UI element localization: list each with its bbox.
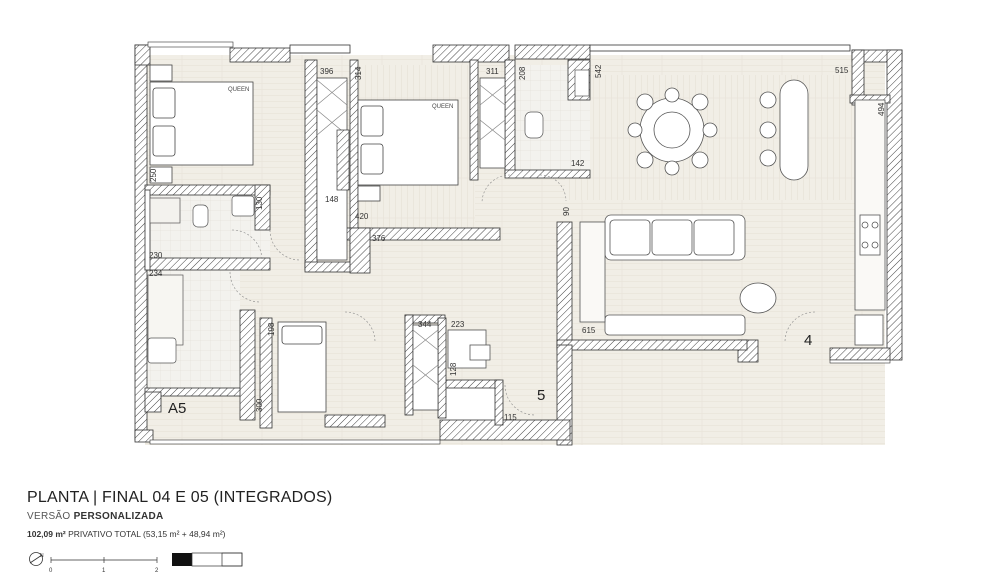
dimension-labels: 396 314 311 208 542 515 494 250 130 148 … bbox=[149, 64, 886, 422]
dim-148: 148 bbox=[325, 195, 339, 204]
dim-230: 230 bbox=[149, 251, 163, 260]
windows bbox=[147, 41, 891, 445]
version-name: PERSONALIZADA bbox=[73, 511, 164, 522]
plan-version: VERSÃO PERSONALIZADA bbox=[27, 511, 332, 522]
dim-250: 250 bbox=[149, 168, 158, 182]
dim-198: 198 bbox=[267, 322, 276, 336]
dim-494: 494 bbox=[877, 102, 886, 116]
room-labels: A5 4 5 QUEEN QUEEN bbox=[168, 87, 812, 417]
scale-tick-2: 2 bbox=[155, 568, 159, 574]
scale-tick-1: 1 bbox=[102, 568, 106, 574]
bath-fixtures bbox=[147, 69, 590, 364]
scale-block-black bbox=[172, 553, 192, 566]
dim-615: 615 bbox=[582, 326, 596, 335]
north-label: N bbox=[40, 553, 44, 559]
bed-label-2: QUEEN bbox=[432, 104, 453, 110]
dim-542: 542 bbox=[594, 64, 603, 78]
scale-bar: N 0 1 2 bbox=[29, 552, 243, 574]
dim-420: 420 bbox=[355, 212, 369, 221]
area-detail: PRIVATIVO TOTAL (53,15 m² + 48,94 m²) bbox=[65, 529, 226, 539]
dim-344: 344 bbox=[418, 320, 432, 329]
dim-130: 130 bbox=[255, 196, 264, 210]
area-value: 102,09 m² bbox=[27, 529, 66, 539]
dim-223: 223 bbox=[451, 320, 465, 329]
dim-234: 234 bbox=[149, 269, 163, 278]
dim-90: 90 bbox=[562, 207, 571, 216]
scale-tick-0: 0 bbox=[49, 568, 53, 574]
dim-314: 314 bbox=[354, 66, 363, 80]
dim-115: 115 bbox=[504, 413, 517, 422]
walls bbox=[134, 44, 903, 446]
label-unit-a5: A5 bbox=[168, 400, 186, 417]
dim-142: 142 bbox=[571, 159, 585, 168]
version-prefix: VERSÃO bbox=[27, 511, 74, 522]
label-unit-4: 4 bbox=[804, 332, 812, 349]
dim-396: 396 bbox=[320, 67, 334, 76]
door-swings bbox=[229, 174, 816, 416]
north-icon: N bbox=[29, 552, 44, 566]
wardrobes bbox=[316, 77, 506, 411]
floor-plan: A5 4 5 QUEEN QUEEN 396 314 311 208 542 5… bbox=[134, 41, 903, 446]
plan-area: 102,09 m² PRIVATIVO TOTAL (53,15 m² + 48… bbox=[27, 529, 332, 539]
dim-311: 311 bbox=[486, 67, 499, 76]
plan-title: PLANTA | FINAL 04 E 05 (INTEGRADOS) bbox=[27, 489, 333, 506]
bed-label-1: QUEEN bbox=[228, 87, 249, 93]
living-furniture bbox=[447, 79, 886, 369]
dim-376: 376 bbox=[372, 234, 386, 243]
label-unit-5: 5 bbox=[537, 387, 545, 404]
beds bbox=[149, 64, 459, 413]
dim-208: 208 bbox=[518, 66, 527, 80]
plan-caption: PLANTA | FINAL 04 E 05 (INTEGRADOS) VERS… bbox=[27, 489, 332, 539]
dim-128: 128 bbox=[449, 362, 458, 376]
scale-block-white bbox=[191, 552, 243, 567]
dim-300: 300 bbox=[255, 398, 264, 412]
dim-515: 515 bbox=[835, 66, 849, 75]
